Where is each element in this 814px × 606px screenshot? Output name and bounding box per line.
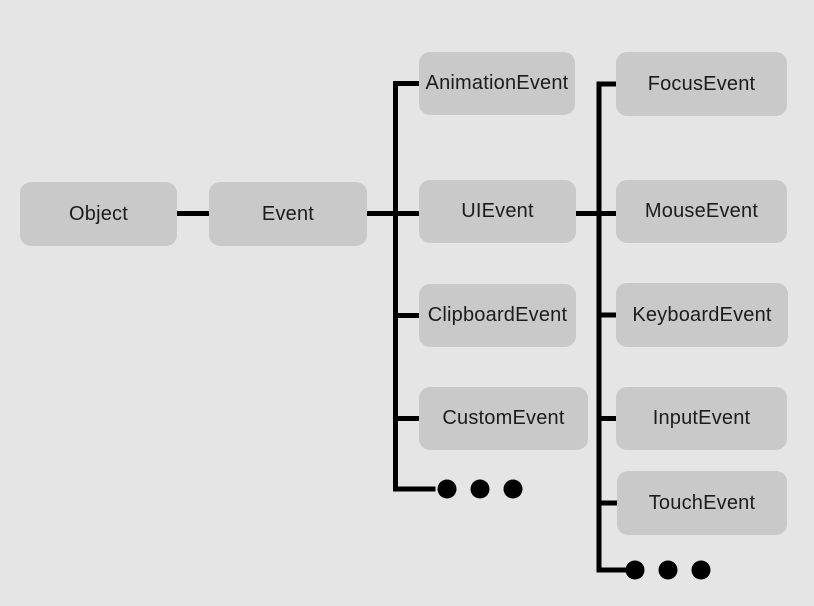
ellipsis-dot xyxy=(625,560,645,580)
node-keyboard-event: KeyboardEvent xyxy=(616,283,788,347)
ellipsis-dot xyxy=(437,479,457,499)
node-mouse-event-label: MouseEvent xyxy=(644,200,759,222)
node-focus-event: FocusEvent xyxy=(616,52,787,116)
node-object: Object xyxy=(20,182,177,246)
node-custom-event-label: CustomEvent xyxy=(442,407,565,429)
node-event-label: Event xyxy=(261,202,315,225)
node-custom-event: CustomEvent xyxy=(419,387,588,450)
node-input-event-label: InputEvent xyxy=(652,407,751,429)
ellipsis-dot xyxy=(691,560,711,580)
node-ui-event-label: UIEvent xyxy=(461,200,534,222)
node-mouse-event: MouseEvent xyxy=(616,180,787,243)
node-keyboard-event-label: KeyboardEvent xyxy=(632,303,772,326)
node-animation-event-label: AnimationEvent xyxy=(425,72,569,94)
node-clipboard-event-label: ClipboardEvent xyxy=(427,304,568,326)
node-focus-event-label: FocusEvent xyxy=(647,72,756,95)
more-events-ellipsis-left xyxy=(437,479,523,499)
node-touch-event-label: TouchEvent xyxy=(648,491,756,514)
node-touch-event: TouchEvent xyxy=(617,471,787,535)
node-event: Event xyxy=(209,182,367,246)
node-ui-event: UIEvent xyxy=(419,180,576,243)
ellipsis-dot xyxy=(658,560,678,580)
node-clipboard-event: ClipboardEvent xyxy=(419,284,576,347)
node-object-label: Object xyxy=(68,202,128,225)
more-events-ellipsis-right xyxy=(625,560,711,580)
node-input-event: InputEvent xyxy=(616,387,787,450)
ellipsis-dot xyxy=(470,479,490,499)
node-animation-event: AnimationEvent xyxy=(419,52,575,115)
ellipsis-dot xyxy=(503,479,523,499)
